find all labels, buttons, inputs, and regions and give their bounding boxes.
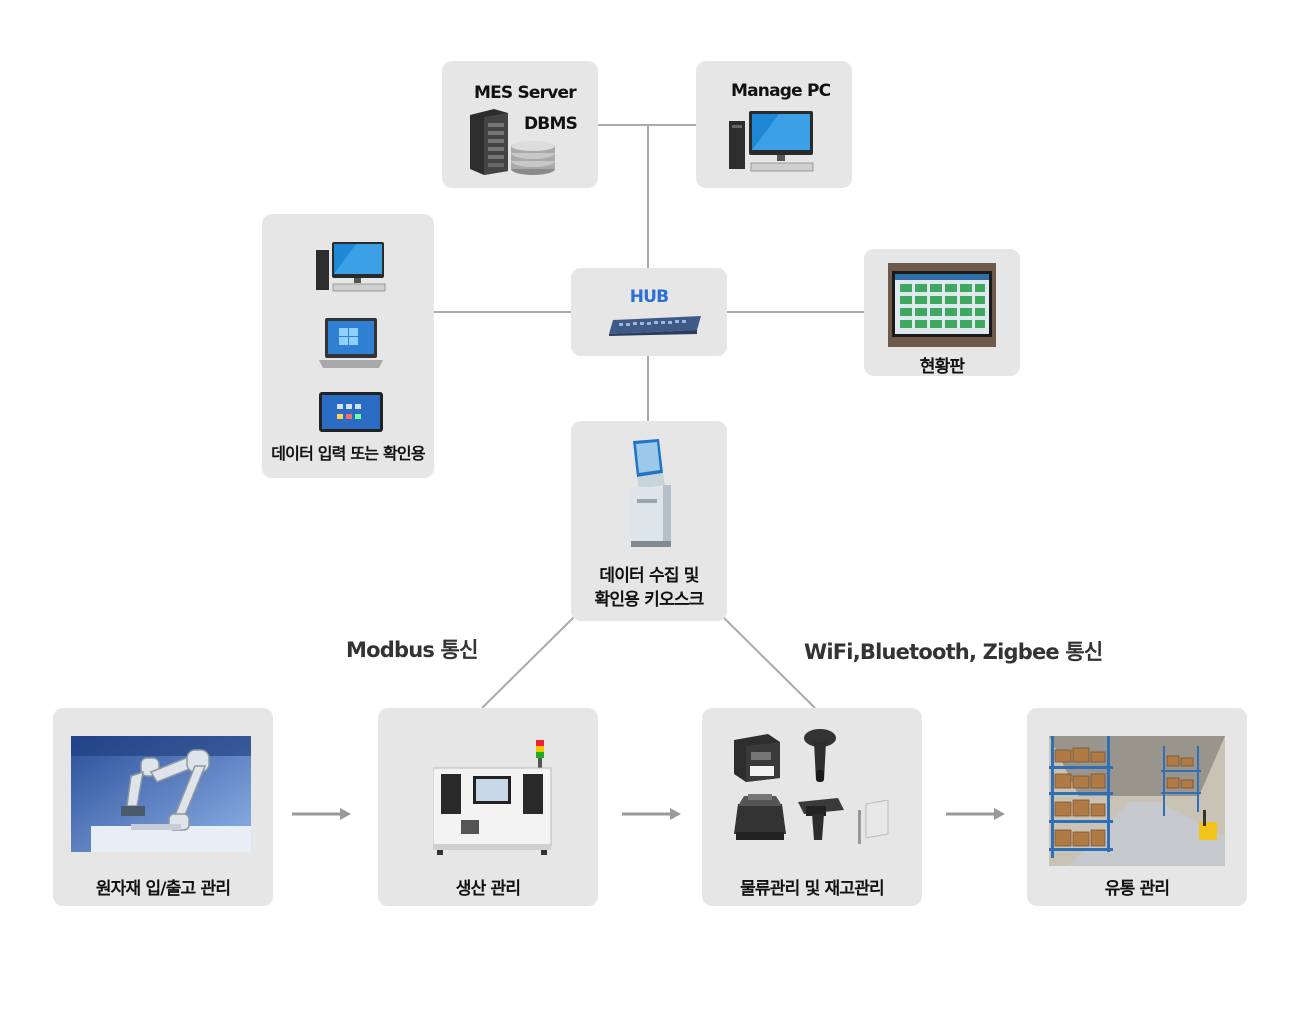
arrow-2-head: [670, 808, 681, 820]
manage-pc-box: Manage PC: [696, 61, 852, 188]
production-machine-icon: [433, 740, 552, 855]
input-devices-label: 데이터 입력 또는 확인용: [271, 444, 425, 463]
server-icon: [470, 109, 508, 175]
logistics-label: 물류관리 및 재고관리: [740, 879, 885, 899]
laptop-icon: [319, 318, 383, 368]
antenna-icon: [858, 800, 889, 844]
database-icon: [511, 141, 555, 175]
modbus-label: Modbus 통신: [346, 638, 478, 662]
label-printer-icon: [734, 794, 786, 840]
raw-material-box: 원자재 입/출고 관리: [53, 708, 273, 906]
desktop-pc-icon: [729, 111, 814, 172]
status-board-box: 현황판: [864, 249, 1020, 377]
hub-box: HUB: [571, 268, 727, 356]
arrow-1-head: [340, 808, 351, 820]
production-label: 생산 관리: [455, 879, 521, 899]
mes-server-title: MES Server: [474, 83, 577, 103]
line-kiosk-logistics: [722, 616, 816, 709]
kiosk-label-line2: 확인용 키오스크: [594, 590, 705, 610]
manage-pc-title: Manage PC: [731, 81, 831, 101]
tablet-icon: [319, 392, 383, 432]
barcode-scanner-icon: [804, 729, 836, 782]
robot-arm-photo: [71, 736, 251, 852]
input-devices-box: 데이터 입력 또는 확인용: [262, 214, 434, 478]
arrow-3-head: [994, 808, 1005, 820]
kiosk-label-line1: 데이터 수집 및: [599, 566, 699, 586]
logistics-box: 물류관리 및 재고관리: [702, 708, 922, 906]
desktop-pc-icon: [316, 242, 386, 292]
kiosk-icon: [631, 439, 671, 547]
dbms-label: DBMS: [524, 114, 578, 134]
distribution-box: 유통 관리: [1027, 708, 1247, 906]
raw-material-label: 원자재 입/출고 관리: [95, 879, 231, 899]
line-kiosk-production: [481, 616, 575, 709]
distribution-label: 유통 관리: [1104, 879, 1170, 899]
production-box: 생산 관리: [378, 708, 598, 906]
warehouse-photo: [1049, 736, 1225, 866]
status-board-screen-icon: [888, 263, 996, 347]
kiosk-box: 데이터 수집 및 확인용 키오스크: [571, 421, 727, 621]
network-switch-icon: [609, 316, 701, 336]
status-board-label: 현황판: [919, 357, 965, 377]
label-printer-icon: [734, 734, 780, 782]
wireless-label: WiFi,Bluetooth, Zigbee 통신: [804, 640, 1103, 664]
mes-server-box: MES Server DBMS: [442, 61, 598, 188]
hub-title: HUB: [629, 287, 669, 307]
rfid-reader-icon: [798, 798, 844, 840]
